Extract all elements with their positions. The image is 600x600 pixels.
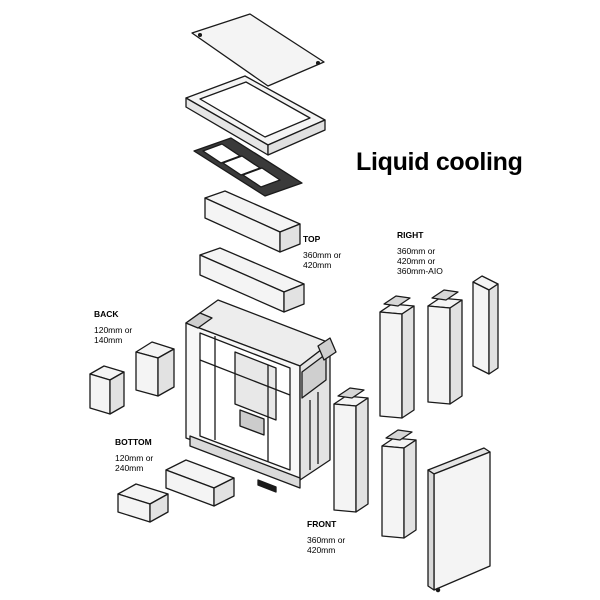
label-back-line-1: 120mm or <box>94 325 133 335</box>
front-radiator-1 <box>333 387 369 513</box>
back-fan-2 <box>135 341 175 397</box>
label-bottom: BOTTOM 120mm or 240mm <box>115 437 153 473</box>
label-bottom-line-2: 240mm <box>115 463 144 473</box>
label-right-line-1: 360mm or <box>397 246 436 256</box>
back-fan-1 <box>89 365 125 415</box>
pc-chassis <box>185 299 337 493</box>
label-right: RIGHT 360mm or 420mm or 360mm-AIO <box>397 230 443 276</box>
label-front: FRONT 360mm or 420mm <box>307 519 345 555</box>
label-back: BACK 120mm or 140mm <box>94 309 132 345</box>
label-bottom-heading: BOTTOM <box>115 437 152 447</box>
label-back-heading: BACK <box>94 309 119 319</box>
top-radiator-frame <box>185 75 326 156</box>
right-radiator-2 <box>427 289 463 405</box>
front-panel <box>427 447 491 593</box>
label-top-line-2: 420mm <box>303 260 332 270</box>
bottom-fan-single <box>117 483 169 523</box>
front-radiator-2 <box>381 429 417 539</box>
right-radiator-1 <box>379 295 415 419</box>
label-top: TOP 360mm or 420mm <box>303 234 341 270</box>
label-top-heading: TOP <box>303 234 321 244</box>
label-bottom-line-1: 120mm or <box>115 453 154 463</box>
diagram-title: Liquid cooling <box>356 148 523 176</box>
label-right-heading: RIGHT <box>397 230 424 240</box>
top-fan-grille <box>193 137 303 197</box>
label-top-line-1: 360mm or <box>303 250 342 260</box>
bottom-fan-dual <box>165 459 235 507</box>
label-front-line-2: 420mm <box>307 545 336 555</box>
label-front-line-1: 360mm or <box>307 535 346 545</box>
label-back-line-2: 140mm <box>94 335 123 345</box>
top-radiator-lower <box>199 247 305 313</box>
right-radiator-3 <box>472 275 499 375</box>
label-right-line-3: 360mm-AIO <box>397 266 443 276</box>
label-front-heading: FRONT <box>307 519 337 529</box>
label-right-line-2: 420mm or <box>397 256 436 266</box>
top-radiator-upper <box>204 190 301 253</box>
top-cover-panel <box>191 13 325 87</box>
